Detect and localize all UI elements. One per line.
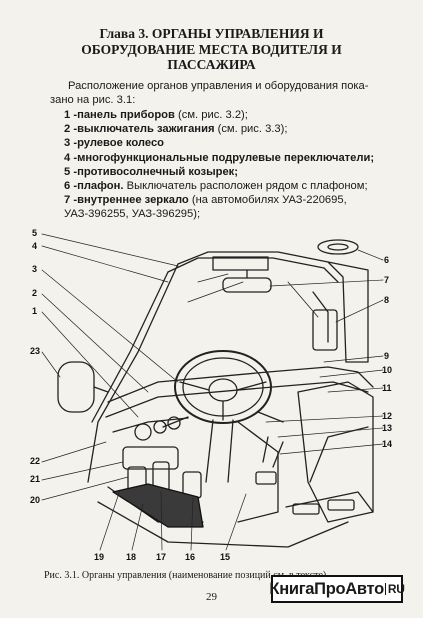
- list-item: 4 -многофункциональные подрулевые перекл…: [64, 151, 375, 164]
- chapter-title-line-2: ОБОРУДОВАНИЕ МЕСТА ВОДИТЕЛЯ И: [81, 41, 342, 57]
- list-item: 7 -внутреннее зеркало (на автомобилях УА…: [64, 194, 347, 221]
- list-item: 6 -плафон. Выключатель расположен рядом …: [64, 180, 368, 193]
- callout-label: 6: [384, 255, 389, 265]
- callout-label: 15: [220, 552, 230, 562]
- callout-label: 11: [382, 383, 392, 393]
- callout-label: 1: [32, 306, 37, 316]
- list-item: 5 -противосолнечный козырек;: [64, 165, 238, 178]
- cabin-illustration: 5 4 3 2 1 23 22 21 20 6 7 8 9 10 11 12 1…: [30, 228, 392, 562]
- callout-label: 7: [384, 275, 389, 285]
- chapter-title: Глава 3. ОРГАНЫ УПРАВЛЕНИЯ И ОБОРУДОВАНИ…: [40, 26, 383, 73]
- callout-label: 16: [185, 552, 195, 562]
- callout-label: 19: [94, 552, 104, 562]
- callout-label: 12: [382, 411, 392, 421]
- list-item: 2 -выключатель зажигания (см. рис. 3.3);: [64, 123, 288, 136]
- callout-label: 3: [32, 264, 37, 274]
- callout-label: 23: [30, 346, 40, 356]
- callout-label: 4: [32, 241, 37, 251]
- figure-caption: Рис. 3.1. Органы управления (наименовани…: [44, 570, 327, 581]
- controls-list: 1 -панель приборов (см. рис. 3.2); 2 -вы…: [50, 108, 380, 222]
- callout-label: 13: [382, 423, 392, 433]
- list-item: 1 -панель приборов (см. рис. 3.2);: [64, 109, 248, 121]
- chapter-title-line-1: Глава 3. ОРГАНЫ УПРАВЛЕНИЯ И: [99, 26, 324, 41]
- callout-label: 8: [384, 295, 389, 305]
- callout-label: 2: [32, 288, 37, 298]
- callout-label: 18: [126, 552, 136, 562]
- list-item: 3 -рулевое колесо: [64, 137, 165, 150]
- watermark-suffix: RU: [384, 583, 405, 595]
- watermark-text: КнигаПроАвто: [269, 579, 384, 598]
- intro-line-1: Расположение органов управления и оборуд…: [68, 80, 369, 92]
- callout-label: 21: [30, 474, 40, 484]
- watermark-logo: КнигаПроАвто RU: [269, 575, 405, 603]
- callout-label: 20: [30, 495, 40, 505]
- callout-label: 22: [30, 456, 40, 466]
- callout-label: 5: [32, 228, 37, 238]
- callout-label: 9: [384, 351, 389, 361]
- chapter-title-line-3: ПАССАЖИРА: [167, 57, 256, 72]
- page-number: 29: [206, 591, 217, 603]
- callout-label: 17: [156, 552, 166, 562]
- intro-line-2: зано на рис. 3.1:: [50, 93, 136, 106]
- intro-paragraph: Расположение органов управления и оборуд…: [50, 80, 380, 107]
- callout-label: 10: [382, 365, 392, 375]
- callout-label: 14: [382, 439, 392, 449]
